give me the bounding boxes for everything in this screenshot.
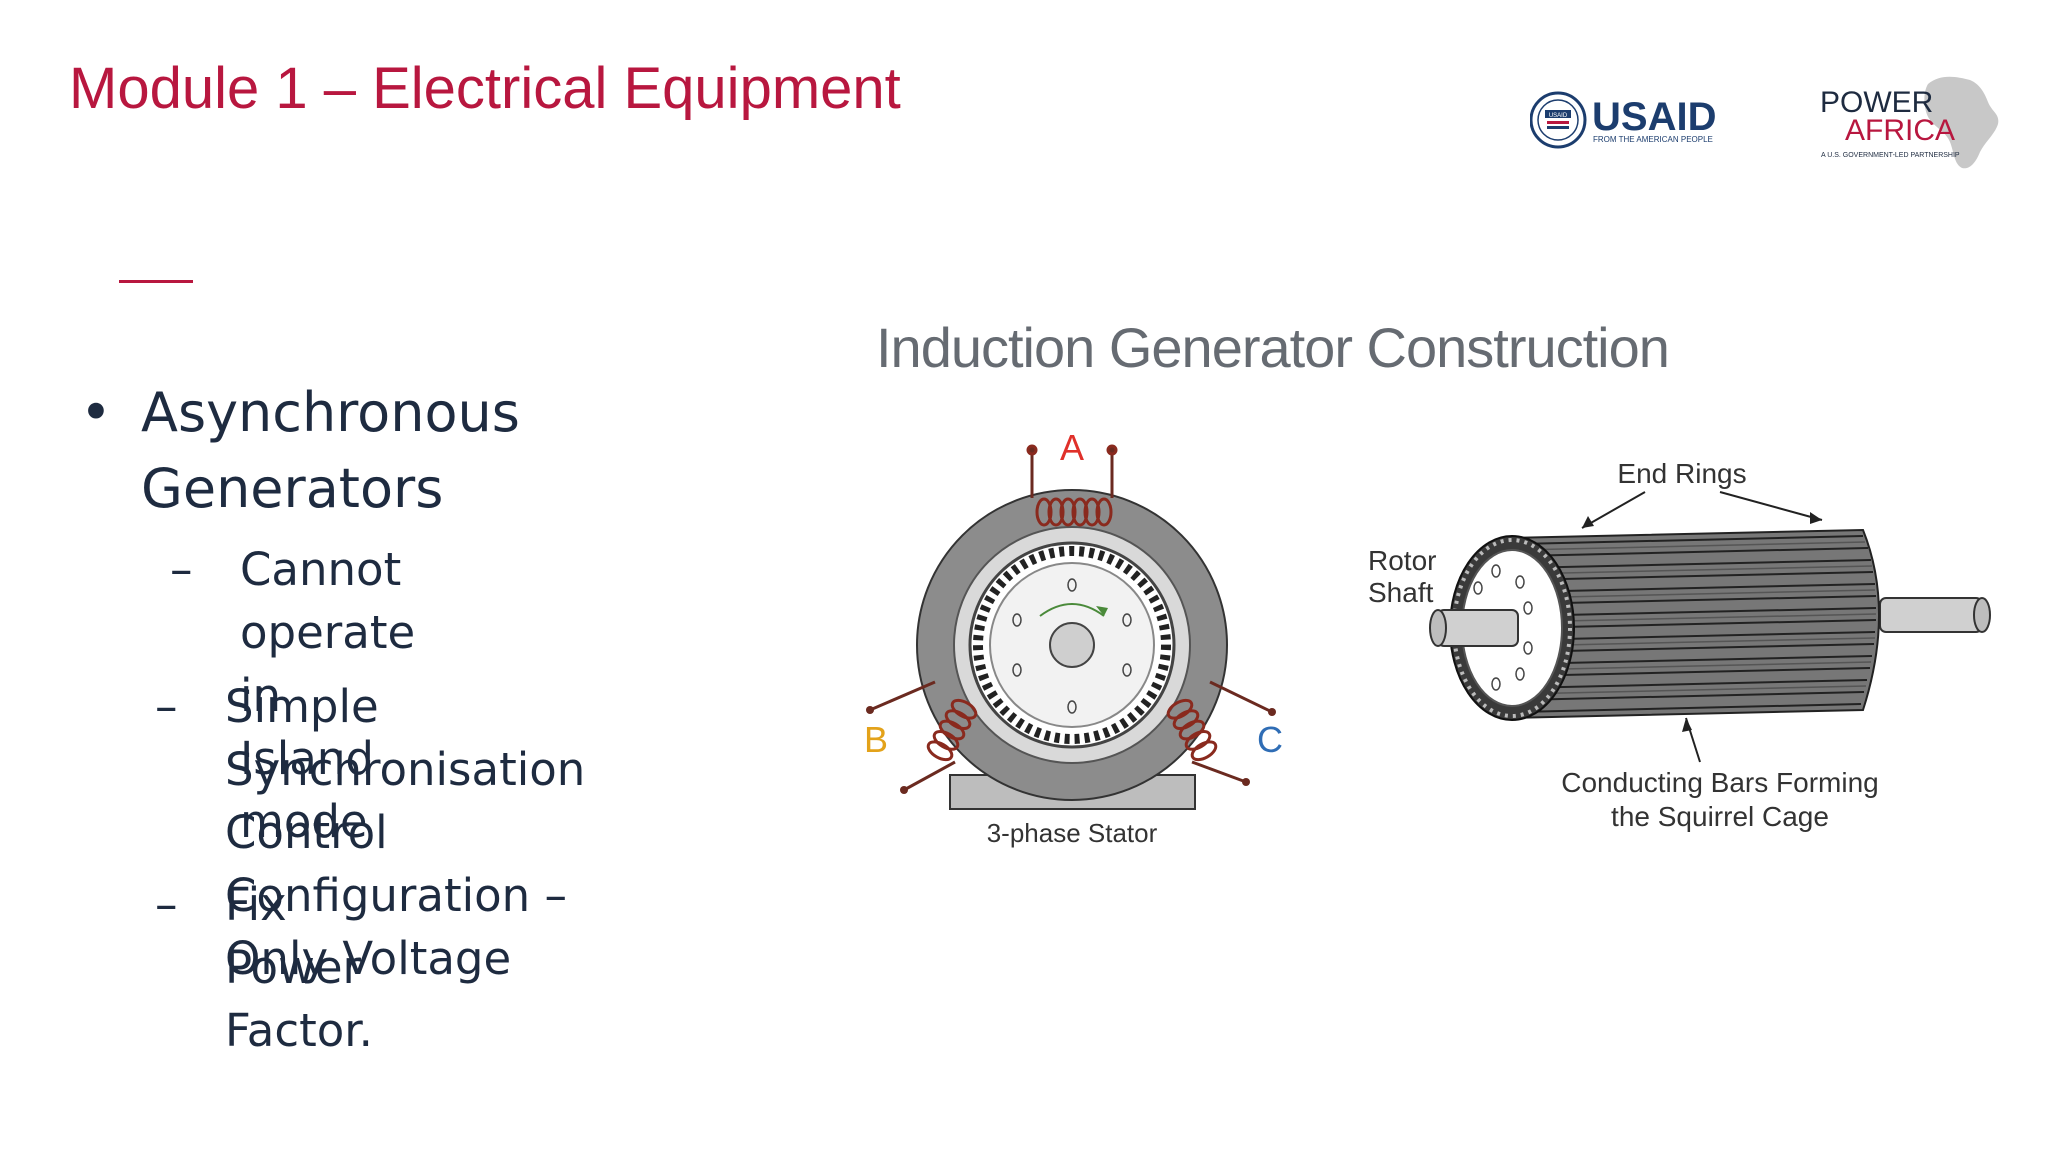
sub-bullet-2-line-3: Only Voltage	[225, 932, 512, 985]
power-africa-line2: AFRICA	[1845, 114, 1955, 147]
sub-bullet-2-line-2: Control Configuration –	[225, 806, 567, 922]
coil-a	[1026, 444, 1118, 527]
bullet-dot-icon: •	[80, 381, 112, 444]
sub-bullet-1-line-1: Cannot operate in Island	[240, 543, 416, 785]
coil-b	[926, 698, 978, 762]
figure-title: Induction Generator Construction	[876, 316, 1670, 379]
conducting-bars	[1519, 535, 1877, 713]
end-rings-label: End Rings	[1617, 458, 1746, 489]
bullet-main-text: Asynchronous Generators	[141, 381, 520, 520]
usaid-seal-icon: USAID	[1529, 91, 1587, 149]
sub-bullet-dash: –	[155, 878, 178, 931]
usaid-wordmark: USAID	[1592, 95, 1716, 139]
stator-caption: 3-phase Stator	[987, 818, 1158, 848]
partner-logos: USAID USAID FROM THE AMERICAN PEOPLE POW…	[1529, 72, 2000, 172]
power-africa-line1: POWER	[1820, 86, 1933, 119]
sub-bullet-dash: –	[170, 543, 193, 596]
induction-generator-diagram: A B C 3-phase Stator	[860, 420, 2000, 860]
usaid-tagline: FROM THE AMERICAN PEOPLE	[1593, 135, 1713, 144]
africa-map-icon	[1924, 76, 1999, 169]
rotor-shaft-label-line-2: Shaft	[1368, 577, 1434, 608]
phase-b-label: B	[864, 719, 888, 760]
rotation-arrow-icon	[1039, 603, 1105, 617]
sub-bullet-1-line-2: mode	[240, 795, 368, 848]
stator-illustration: A B C 3-phase Stator	[864, 427, 1283, 848]
title-accent-line	[119, 280, 193, 283]
usaid-seal-text: USAID	[1549, 113, 1568, 119]
power-africa-tagline: A U.S. GOVERNMENT-LED PARTNERSHIP	[1821, 152, 1960, 159]
rotor-illustration: End Rings Rotor Shaft Conducting Bars Fo…	[1368, 458, 1991, 832]
coil-c	[1166, 698, 1218, 762]
sub-bullet-2-line-1: Simple Synchronisation	[225, 680, 586, 796]
phase-a-label: A	[1060, 427, 1084, 468]
rotor-shaft-left	[1437, 609, 1519, 647]
phase-c-label: C	[1257, 719, 1283, 760]
end-rings-arrows	[1581, 491, 1823, 529]
conducting-bars-label-line-1: Conducting Bars Forming	[1561, 767, 1878, 798]
sub-bullet-dash: –	[155, 680, 178, 733]
stator-shaft	[1049, 622, 1095, 668]
rotor-shaft-label-line-1: Rotor	[1368, 545, 1436, 576]
power-africa-logo: POWER AFRICA A U.S. GOVERNMENT-LED PARTN…	[1820, 76, 1999, 169]
sub-bullet-3-line-1: Fix Power Factor.	[225, 878, 373, 1057]
usaid-logo: USAID USAID FROM THE AMERICAN PEOPLE	[1529, 91, 1716, 149]
rotor-shaft-right	[1879, 597, 1983, 633]
slide-title: Module 1 – Electrical Equipment	[69, 56, 901, 121]
conducting-bars-label-line-2: the Squirrel Cage	[1611, 801, 1829, 832]
